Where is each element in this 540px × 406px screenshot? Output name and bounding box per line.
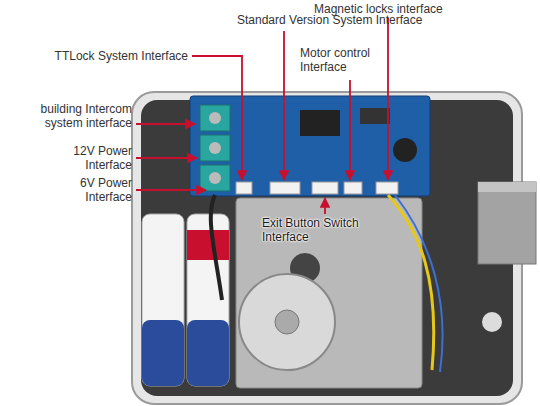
callout-label: building Intercom system interface [2,102,132,130]
callout-label: 12V Power Interface [50,144,132,172]
terminal-blocks [200,105,230,191]
circuit-board [190,96,430,196]
wire [211,195,222,300]
gear-plate [236,198,422,388]
board-connectors [236,182,398,194]
buzzer [393,138,417,162]
callout-label: 6V Power Interface [50,176,132,204]
motor-shaft [275,310,299,334]
wire [388,195,434,370]
lock-bolt [478,182,536,264]
batteries [142,214,229,386]
lock-housing [132,92,522,404]
callout-label: Exit Button Switch Interface [262,216,382,244]
wire [395,195,443,372]
callout-label: Magnetic locks interface [314,2,484,16]
callout-label: TTLock System Interface [40,49,188,63]
callout-label: Motor control Interface [300,46,400,74]
chip [360,108,390,124]
chip [300,110,340,136]
motor [239,274,335,370]
screw-hole [482,312,502,332]
bolt-edge [478,182,536,192]
